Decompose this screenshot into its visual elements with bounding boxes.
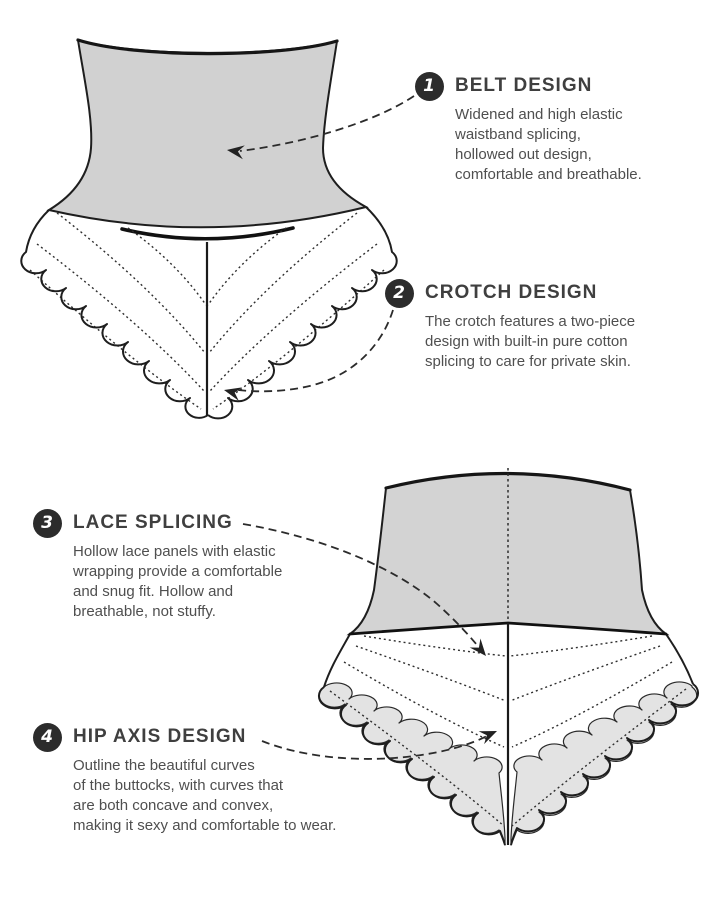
number-badge-3-icon: 3 [33,509,62,538]
callout-body-lace-splicing: Hollow lace panels with elastic wrapping… [73,543,283,620]
arrow-hip-axis [261,734,490,760]
back-lace-band-right [510,681,698,846]
front-dotted-seams [29,212,385,410]
number-badge-1-icon: 1 [415,72,444,101]
badge-number: 1 [423,76,435,96]
arrow-lace-splicing [242,523,482,651]
number-badge-2-icon: 2 [385,279,414,308]
badge-number: 3 [41,513,53,533]
back-view-illustration [317,468,700,846]
callout-body-hip-axis-design: Outline the beautiful curves of the butt… [73,757,337,834]
back-hip-curve-right [665,633,694,685]
callout-body-crotch-design: The crotch features a two-piece design w… [425,313,636,370]
back-scalloped-edge-left [317,686,506,846]
front-waistband-top-edge [76,38,339,56]
badge-number: 4 [41,727,53,747]
front-view-illustration [20,38,398,420]
front-scalloped-edge-left [20,209,209,419]
back-hip-curve-left [323,633,351,688]
number-badge-4-icon: 4 [33,723,62,752]
front-scalloped-edge-right [207,206,398,420]
callout-title-belt-design: BELT DESIGN [455,75,593,96]
back-scalloped-edge-right [510,683,700,846]
callout-title-hip-axis-design: HIP AXIS DESIGN [73,726,247,747]
badge-number: 2 [393,283,405,303]
arrow-belt-design [239,95,415,152]
back-dotted-seams [329,635,687,827]
front-waistband-shape [46,38,369,229]
callout-title-crotch-design: CROTCH DESIGN [425,282,598,303]
arrow-crotch-design [237,309,394,393]
front-waistband-bottom-edge [120,226,295,241]
callout-title-lace-splicing: LACE SPLICING [73,512,233,533]
callout-body-belt-design: Widened and high elastic waistband splic… [455,106,642,183]
front-lace-panel [26,207,392,415]
callout-arrows [237,95,490,760]
